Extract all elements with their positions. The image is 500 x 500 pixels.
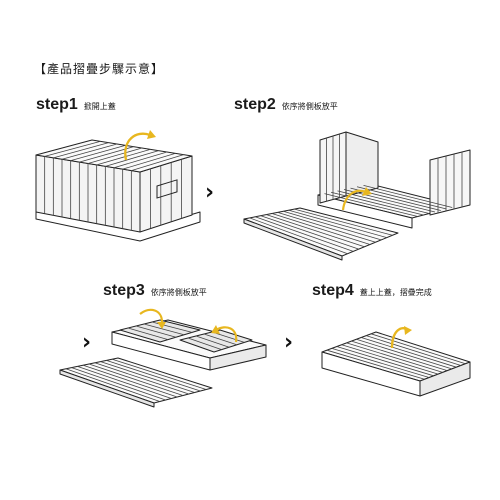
rib-line	[88, 363, 184, 396]
rib-line	[260, 215, 359, 250]
rib-line	[100, 361, 195, 393]
rib-line	[255, 216, 354, 252]
rib-line	[143, 323, 185, 336]
flatten-wall-arrow-right	[215, 326, 238, 343]
rib-line	[288, 209, 387, 238]
rib-line	[266, 214, 365, 248]
flatten-wall-arrow-left	[139, 308, 164, 323]
rib-line	[106, 360, 201, 392]
rib-line	[351, 340, 448, 372]
rib-line	[77, 366, 172, 399]
rib-line	[44, 140, 101, 157]
rib-line	[294, 208, 393, 236]
rib-line	[83, 364, 178, 398]
rib-line	[113, 151, 168, 169]
step-3-heading: step3 依序將側板放平	[103, 282, 207, 300]
step-1-description: 掀開上蓋	[83, 102, 116, 111]
rib-line	[105, 150, 159, 167]
next-step-arrow-3: ›	[284, 330, 294, 355]
rib-line	[94, 362, 189, 395]
rib-line	[53, 142, 109, 159]
rib-line	[346, 342, 443, 373]
step-3-description: 依序將側板放平	[150, 288, 207, 297]
step-4-label: step4	[312, 282, 354, 299]
rib-line	[96, 148, 151, 166]
rib-line	[326, 349, 425, 380]
rib-line	[370, 333, 466, 365]
step-4-heading: step4 蓋上上蓋，摺疊完成	[312, 282, 432, 300]
step-2-label: step2	[234, 96, 276, 113]
lift-lid-arrow	[124, 132, 151, 161]
rib-line	[271, 213, 371, 245]
fold-wall-arrow	[341, 189, 367, 211]
rib-line	[361, 337, 457, 368]
next-step-arrow-2: ›	[82, 330, 92, 355]
rib-line	[211, 331, 245, 343]
rib-line	[187, 337, 222, 350]
rib-line	[324, 193, 418, 217]
rib-line	[249, 217, 348, 255]
step-2-description: 依序將側板放平	[281, 102, 338, 111]
rib-line	[330, 191, 424, 216]
rib-line	[283, 210, 382, 241]
rib-line	[65, 368, 160, 402]
rib-line	[337, 190, 430, 214]
rib-line	[336, 346, 434, 377]
rib-line	[203, 333, 237, 346]
rib-line	[343, 189, 436, 213]
rib-line	[341, 344, 439, 375]
rib-line	[71, 367, 166, 401]
step-1-heading: step1 掀開上蓋	[36, 96, 116, 114]
rib-line	[356, 186, 447, 210]
step-3-label: step3	[103, 282, 145, 299]
rib-line	[277, 212, 376, 243]
rib-line	[122, 152, 176, 170]
rib-line	[127, 327, 169, 340]
rib-line	[363, 184, 453, 208]
step-1-label: step1	[36, 96, 78, 113]
next-step-arrow-1: ›	[205, 180, 215, 205]
rib-line	[70, 144, 126, 162]
rib-line	[135, 325, 177, 338]
rib-line	[87, 147, 143, 164]
page-title: 【產品摺疊步驟示意】	[34, 62, 165, 76]
rib-line	[331, 347, 430, 378]
rib-line	[131, 154, 184, 171]
rib-line	[61, 143, 118, 160]
rib-line	[366, 335, 462, 366]
step-4-description: 蓋上上蓋，摺疊完成	[359, 288, 432, 297]
rib-line	[112, 358, 207, 390]
rib-line	[356, 338, 452, 370]
rib-line	[195, 335, 230, 348]
step-2-heading: step2 依序將側板放平	[234, 96, 338, 114]
